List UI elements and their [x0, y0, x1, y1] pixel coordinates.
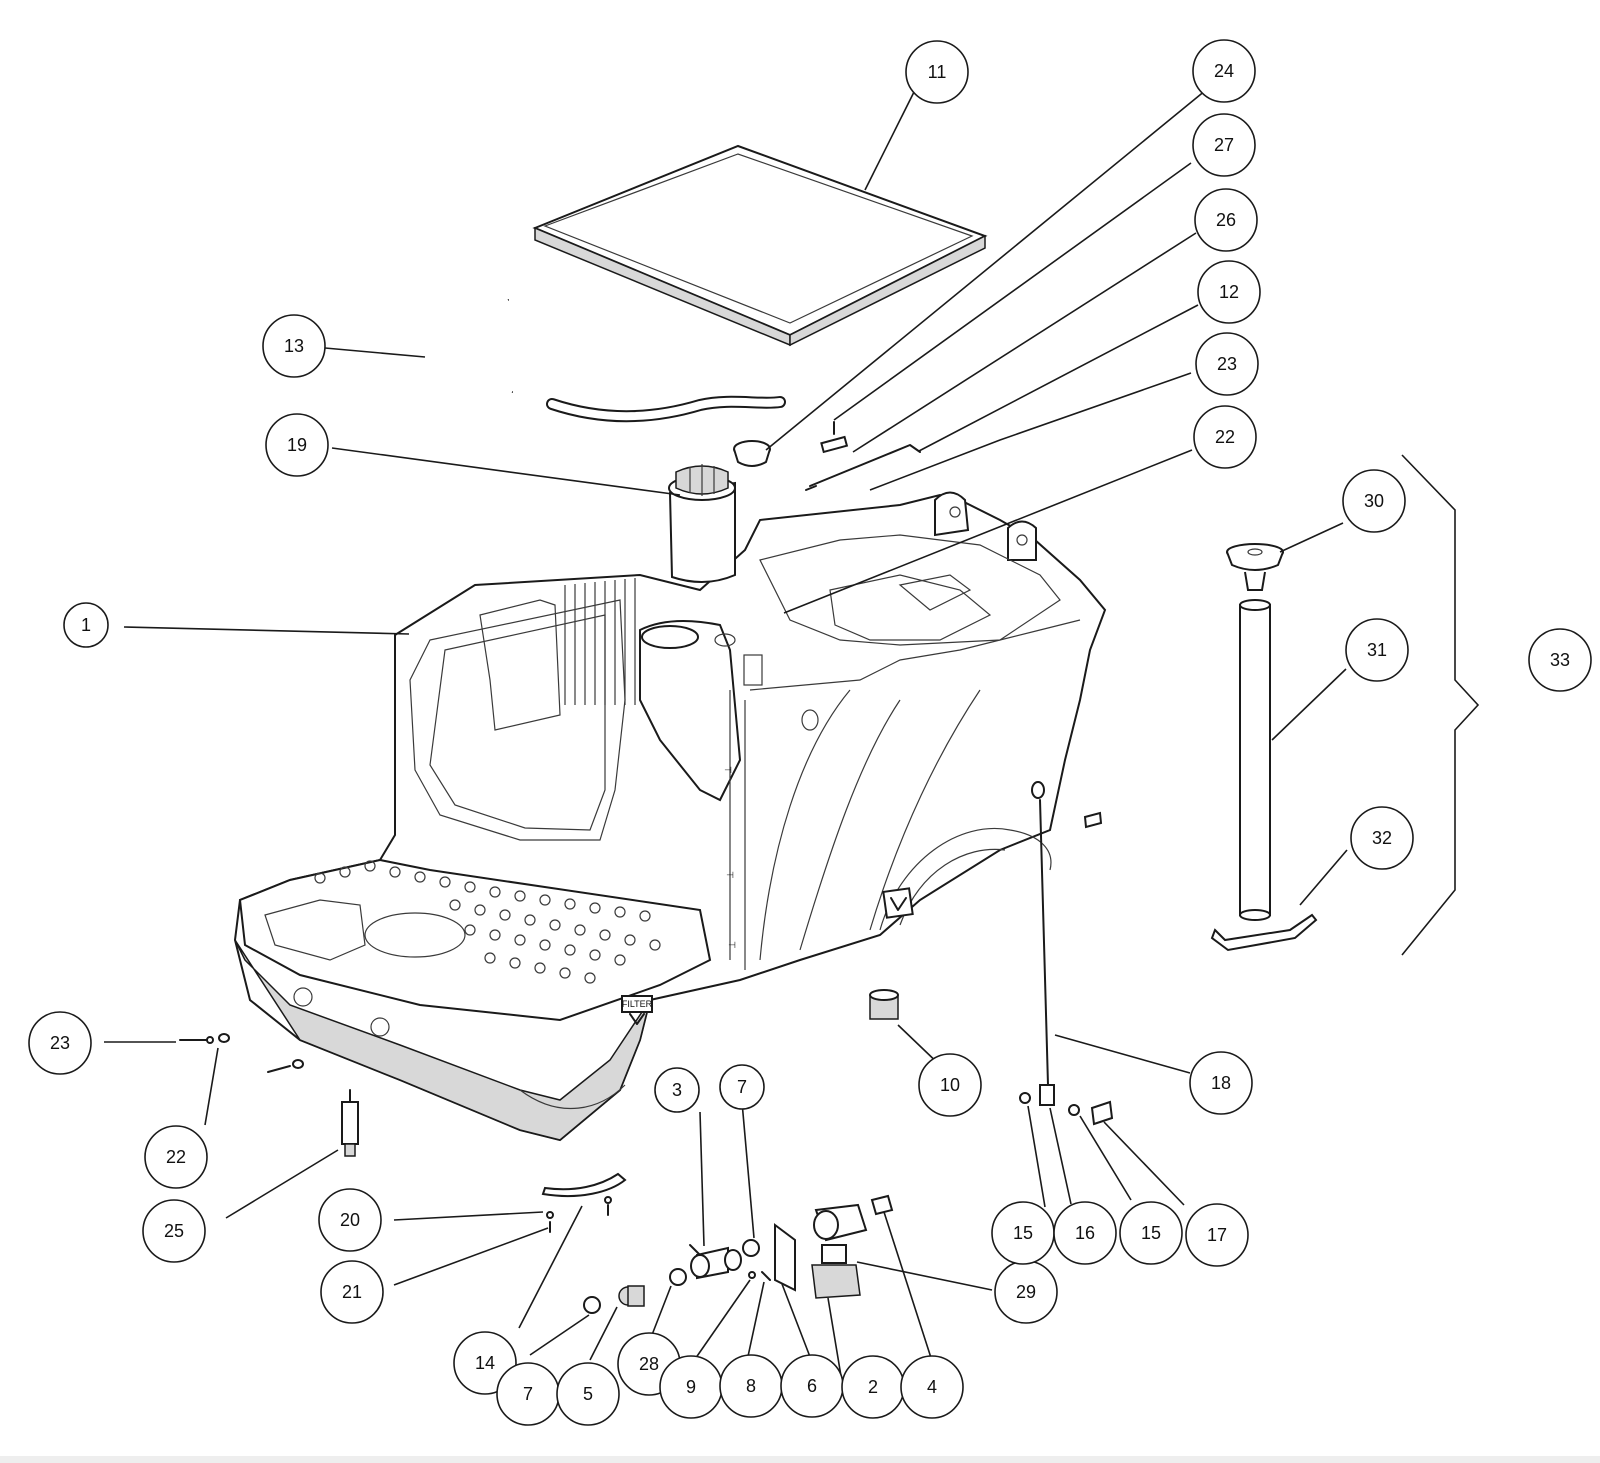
callout-23-left: 23: [28, 1011, 92, 1075]
callout-30: 30: [1342, 469, 1406, 533]
callout-10-label: 10: [940, 1075, 960, 1095]
callout-17: 17: [1185, 1203, 1249, 1267]
callout-33: 33: [1528, 628, 1592, 692]
callout-22-left-label: 22: [166, 1147, 186, 1167]
callout-13: 13: [262, 314, 326, 378]
callout-31: 31: [1345, 618, 1409, 682]
callout-9-label: 9: [686, 1377, 696, 1397]
callout-8: 8: [719, 1354, 783, 1418]
callout-13-label: 13: [284, 336, 304, 356]
callout-15-a-label: 15: [1013, 1223, 1033, 1243]
callout-21: 21: [320, 1260, 384, 1324]
callout-20: 20: [318, 1188, 382, 1252]
callout-32: 32: [1350, 806, 1414, 870]
callout-12: 12: [1197, 260, 1261, 324]
leader-lines: [104, 79, 1348, 1384]
callout-22-top: 22: [1193, 405, 1257, 469]
bottom-strip: [0, 1456, 1600, 1463]
callout-6: 6: [780, 1354, 844, 1418]
callout-14-label: 14: [475, 1353, 495, 1373]
part-tray: [532, 144, 988, 347]
part-filler-neck: [668, 464, 736, 584]
callout-16-label: 16: [1075, 1223, 1095, 1243]
callout-15-b-label: 15: [1141, 1223, 1161, 1243]
callout-10: 10: [918, 1053, 982, 1117]
callout-19-label: 19: [287, 435, 307, 455]
callout-4: 4: [900, 1355, 964, 1419]
callout-12-label: 12: [1219, 282, 1239, 302]
callout-2-label: 2: [868, 1377, 878, 1397]
callout-21-label: 21: [342, 1282, 362, 1302]
callout-11-label: 11: [928, 62, 947, 82]
callout-7-upper: 7: [719, 1064, 765, 1110]
callout-17-label: 17: [1207, 1225, 1227, 1245]
callout-25: 25: [142, 1199, 206, 1263]
callout-23-top: 23: [1195, 332, 1259, 396]
callout-31-label: 31: [1367, 640, 1387, 660]
filter-decal-text: FILTER: [622, 999, 653, 1009]
callout-8-label: 8: [746, 1376, 756, 1396]
kit-bracket: [1401, 454, 1480, 956]
callout-26: 26: [1194, 188, 1258, 252]
callout-5: 5: [556, 1362, 620, 1426]
part-lower-hardware: [179, 781, 1114, 1314]
callout-9: 9: [659, 1355, 723, 1419]
callout-32-label: 32: [1372, 828, 1392, 848]
callout-5-label: 5: [583, 1384, 593, 1404]
callout-18: 18: [1189, 1051, 1253, 1115]
rib-lines: [564, 578, 636, 705]
callout-15-a: 15: [991, 1201, 1055, 1265]
svg-text:⊣: ⊣: [726, 870, 734, 880]
callout-20-label: 20: [340, 1210, 360, 1230]
callout-29: 29: [994, 1260, 1058, 1324]
callout-16: 16: [1053, 1201, 1117, 1265]
svg-text:⊣: ⊣: [728, 940, 736, 950]
callout-11: 11: [905, 40, 969, 104]
callout-25-label: 25: [164, 1221, 184, 1241]
callout-22-left: 22: [144, 1125, 208, 1189]
callout-1: 1: [63, 602, 109, 648]
callout-28-label: 28: [639, 1354, 659, 1374]
callout-3: 3: [654, 1067, 700, 1113]
callout-1-label: 1: [81, 615, 91, 635]
callout-6-label: 6: [807, 1376, 817, 1396]
part-curved-tubes: [426, 297, 786, 423]
callout-4-label: 4: [927, 1377, 937, 1397]
callout-29-label: 29: [1016, 1282, 1036, 1302]
callout-7-lower: 7: [496, 1362, 560, 1426]
step-holes: [314, 860, 661, 984]
part-standpipe-kit: [1210, 543, 1318, 952]
callout-23-left-label: 23: [50, 1033, 70, 1053]
callout-7-lower-label: 7: [523, 1384, 533, 1404]
callout-33-label: 33: [1550, 650, 1570, 670]
callout-24: 24: [1192, 39, 1256, 103]
callout-18-label: 18: [1211, 1073, 1231, 1093]
callout-2: 2: [841, 1355, 905, 1419]
callout-3-label: 3: [672, 1080, 682, 1100]
callout-27: 27: [1192, 113, 1256, 177]
part-main-body: FILTER ⊣ ⊣ ⊣: [233, 491, 1107, 1142]
callout-23-top-label: 23: [1217, 354, 1237, 374]
callout-30-label: 30: [1364, 491, 1384, 511]
callout-19: 19: [265, 413, 329, 477]
callout-15-b: 15: [1119, 1201, 1183, 1265]
callout-22-top-label: 22: [1215, 427, 1235, 447]
svg-text:⊣: ⊣: [724, 765, 732, 775]
callout-7-upper-label: 7: [737, 1077, 747, 1097]
callout-27-label: 27: [1214, 135, 1234, 155]
callout-26-label: 26: [1216, 210, 1236, 230]
callout-24-label: 24: [1214, 61, 1234, 81]
